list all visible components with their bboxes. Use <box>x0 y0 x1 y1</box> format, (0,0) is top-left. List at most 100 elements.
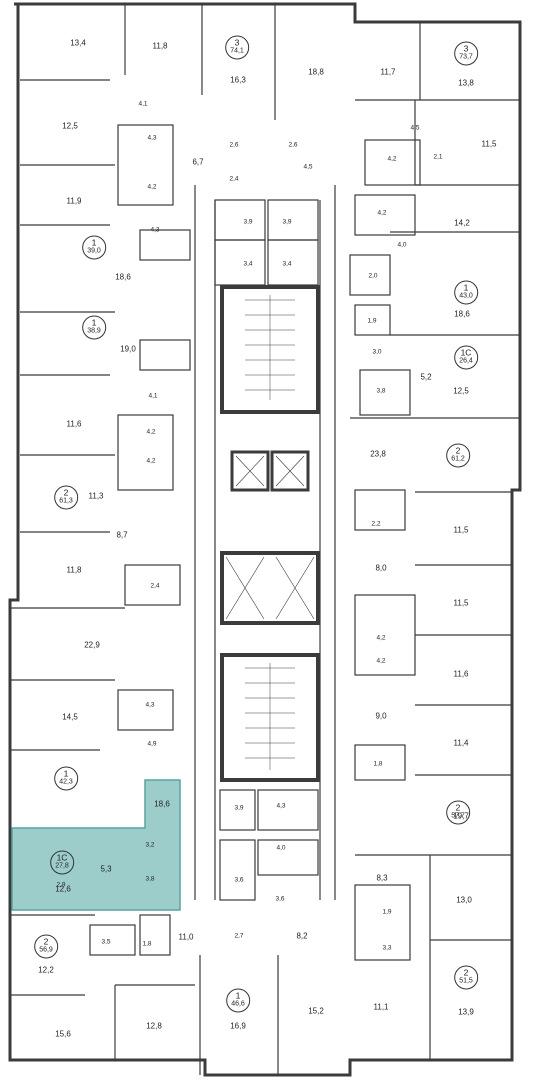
room-area-label: 1,9 <box>367 317 377 325</box>
room-area-label: 13,0 <box>456 895 472 905</box>
room-area-label: 11,5 <box>453 598 469 608</box>
apartment-circle <box>454 965 478 989</box>
room-area-label: 11,6 <box>453 669 469 679</box>
room-area-label: 15,2 <box>308 1006 324 1016</box>
room-area-label: 3,4 <box>282 260 292 268</box>
room-area-label: 4,2 <box>377 209 387 217</box>
room-area-label: 4,5 <box>303 163 313 171</box>
apartment-circle <box>446 800 470 824</box>
room-area-label: 4,0 <box>276 844 286 852</box>
room-area-label: 4,2 <box>376 657 386 665</box>
apartment-circle <box>34 934 58 958</box>
room-area-label: 8,2 <box>296 931 308 941</box>
room-area-label: 14,5 <box>62 712 78 722</box>
room-area-label: 3,9 <box>234 804 244 812</box>
room-area-label: 3,3 <box>382 944 392 952</box>
room-area-label: 3,8 <box>145 875 155 883</box>
room-area-label: 3,8 <box>376 387 386 395</box>
room-area-label: 11,1 <box>373 1002 389 1012</box>
room-area-label: 6,7 <box>192 157 204 167</box>
room-area-label: 11,5 <box>481 139 497 149</box>
room-area-label: 2,7 <box>234 932 244 940</box>
room-area-label: 4,5 <box>410 124 420 132</box>
room-area-label: 14,2 <box>454 218 470 228</box>
room-area-label: 18,6 <box>454 309 470 319</box>
room-area-label: 9,0 <box>375 711 387 721</box>
interior-walls <box>10 4 520 1075</box>
room-area-label: 18,6 <box>154 799 170 809</box>
room-area-label: 3,0 <box>372 348 382 356</box>
room-area-label: 2,1 <box>433 153 443 161</box>
room-area-label: 2,4 <box>229 175 239 183</box>
apartment-circle <box>54 766 78 790</box>
room-area-label: 11,5 <box>453 525 469 535</box>
apartment-circle <box>454 345 478 369</box>
room-area-label: 12,2 <box>38 965 54 975</box>
room-area-label: 3,9 <box>243 218 253 226</box>
room-area-label: 13,8 <box>458 78 474 88</box>
room-area-label: 3,6 <box>234 876 244 884</box>
room-area-label: 19,0 <box>120 344 136 354</box>
room-area-label: 4,2 <box>376 634 386 642</box>
room-area-label: 4,2 <box>387 155 397 163</box>
building-core <box>220 285 320 782</box>
room-area-label: 12,6 <box>55 884 71 894</box>
room-area-label: 2,6 <box>288 141 298 149</box>
room-area-label: 11,6 <box>66 419 82 429</box>
room-area-label: 4,0 <box>397 241 407 249</box>
room-area-label: 4,9 <box>147 740 157 748</box>
room-area-label: 23,8 <box>370 449 386 459</box>
room-area-label: 2,9 <box>56 881 66 889</box>
room-area-label: 5,3 <box>100 864 112 874</box>
apartment-circle <box>54 485 78 509</box>
room-area-label: 4,2 <box>146 428 156 436</box>
room-area-label: 4,2 <box>147 183 157 191</box>
building-outline <box>8 2 522 1077</box>
room-area-label: 2,0 <box>368 272 378 280</box>
room-area-label: 4,3 <box>150 226 160 234</box>
room-area-label: 1,8 <box>373 760 383 768</box>
room-area-label: 1,9 <box>382 908 392 916</box>
apartment-circle <box>226 988 250 1012</box>
room-area-label: 8,7 <box>116 530 128 540</box>
room-area-label: 4,3 <box>145 701 155 709</box>
room-area-label: 11,8 <box>152 41 168 51</box>
room-area-label: 18,6 <box>115 272 131 282</box>
windows <box>8 2 522 1077</box>
room-area-label: 22,9 <box>84 640 100 650</box>
room-area-label: 12,5 <box>453 386 469 396</box>
room-area-label: 8,3 <box>376 873 388 883</box>
room-area-label: 3,6 <box>275 895 285 903</box>
room-area-label: 2,4 <box>150 582 160 590</box>
room-area-label: 4,1 <box>148 392 158 400</box>
apartment-circle <box>82 235 106 259</box>
apartment-circle <box>454 41 478 65</box>
room-area-label: 4,3 <box>147 134 157 142</box>
apartment-circle <box>50 850 74 874</box>
room-area-label: 8,0 <box>375 563 387 573</box>
room-area-label: 16,9 <box>230 1021 246 1031</box>
highlighted-apartment[interactable] <box>11 779 181 911</box>
apartment-circle <box>82 315 106 339</box>
room-area-label: 4,1 <box>138 100 148 108</box>
room-area-label: 3,5 <box>101 938 111 946</box>
room-area-label: 13,4 <box>70 38 86 48</box>
room-area-label: 11,9 <box>66 196 82 206</box>
room-area-label: 1,8 <box>142 940 152 948</box>
